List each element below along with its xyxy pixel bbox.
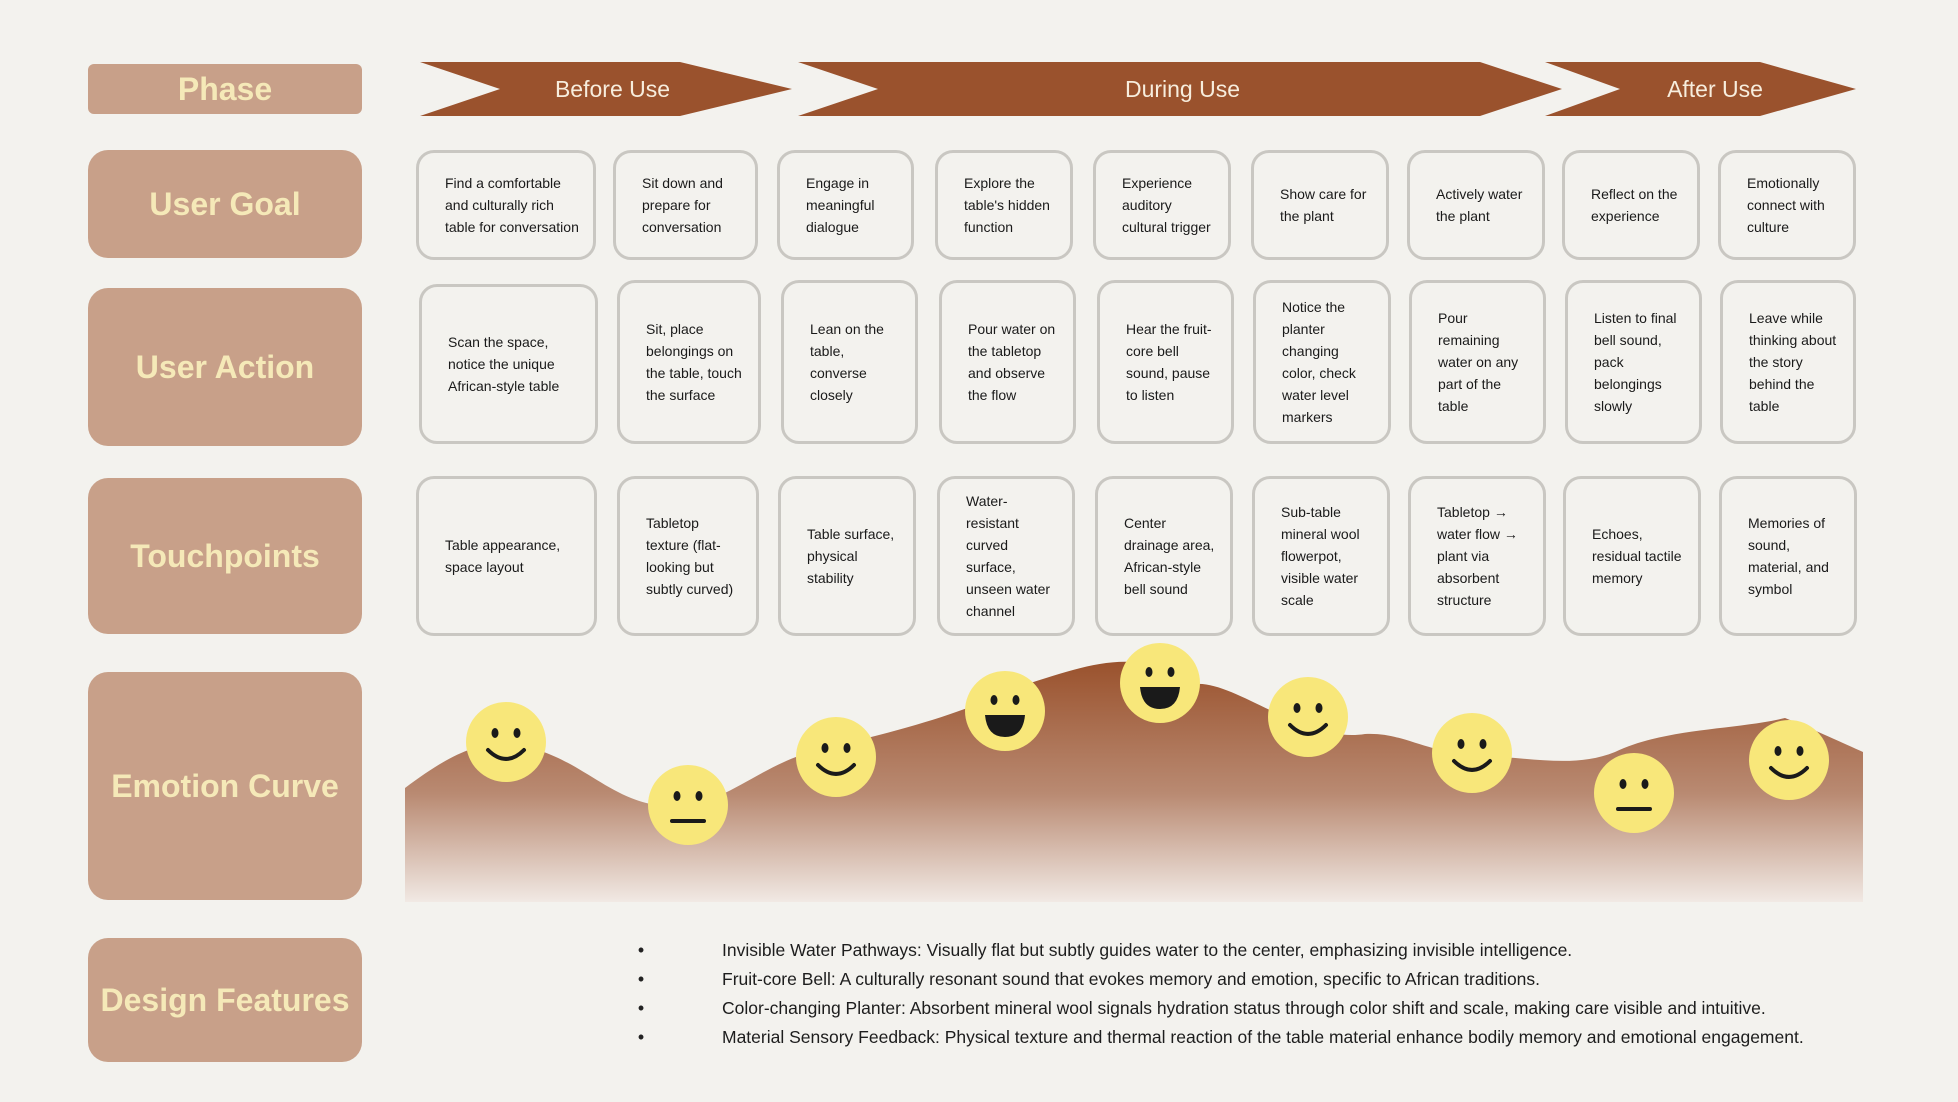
user-action-text: Lean on the table, converse closely [810,321,884,403]
user-action-text: Hear the fruit-core bell sound, pause to… [1126,321,1212,403]
bullet: • [637,1027,645,1047]
user-goal-label: User Goal [88,150,362,258]
touchpoint-text: Table surface, physical stability [807,526,895,586]
design-feature-item: • Color-changing Planter: Absorbent mine… [560,994,1860,1023]
design-feature-text: Invisible Water Pathways: Visually flat … [722,940,1573,960]
user-goal-text: Find a comfortable and culturally rich t… [445,175,579,235]
design-feature-item: • Fruit-core Bell: A culturally resonant… [560,965,1860,994]
design-feature-item: • Invisible Water Pathways: Visually fla… [560,936,1860,965]
user-goal-card: Engage in meaningful dialogue [777,150,914,260]
user-action-card: Sit, place belongings on the table, touc… [617,280,761,444]
bullet: • [637,969,645,989]
design-features-list: • Invisible Water Pathways: Visually fla… [560,936,1860,1052]
user-action-text: Pour water on the tabletop and observe t… [968,321,1056,403]
user-goal-text: Actively water the plant [1436,186,1523,224]
touchpoint-card: Sub-table mineral wool flowerpot, visibl… [1252,476,1390,636]
emotion-curve [405,661,1863,902]
smile-face-icon [1268,677,1348,757]
user-goal-text: Emotionally connect with culture [1747,175,1825,235]
user-goal-text: Experience auditory cultural trigger [1122,175,1211,235]
touchpoint-card: Memories of sound, material, and symbol [1719,476,1857,636]
touchpoint-text: Center drainage area, African-style bell… [1124,515,1215,597]
design-feature-text: Fruit-core Bell: A culturally resonant s… [722,969,1541,989]
touchpoint-card: Tabletop texture (flat-looking but subtl… [617,476,759,636]
neutral-face-icon [648,765,728,845]
user-action-card: Lean on the table, converse closely [781,280,918,444]
user-goal-card: Find a comfortable and culturally rich t… [416,150,596,260]
user-action-text: Leave while thinking about the story beh… [1749,310,1837,414]
user-goal-card: Emotionally connect with culture [1718,150,1856,260]
design-feature-text: Material Sensory Feedback: Physical text… [722,1027,1804,1047]
user-goal-text: Explore the table's hidden function [964,175,1050,235]
user-goal-text: Engage in meaningful dialogue [806,175,875,235]
user-action-card: Pour remaining water on any part of the … [1409,280,1546,444]
design-feature-item: • Material Sensory Feedback: Physical te… [560,1023,1860,1052]
user-goal-card: Actively water the plant [1407,150,1545,260]
user-goal-card: Explore the table's hidden function [935,150,1073,260]
phase-arrow-during [798,62,1562,116]
user-action-card: Scan the space, notice the unique Africa… [419,284,598,444]
user-goal-card: Experience auditory cultural trigger [1093,150,1231,260]
phase-after-use: After Use [1667,75,1763,102]
bullet: • [637,998,645,1018]
touchpoint-text: Tabletop texture (flat-looking but subtl… [646,515,734,597]
smile-face-icon [1432,713,1512,793]
emotion-curve-label: Emotion Curve [88,672,362,900]
user-goal-text: Show care for the plant [1280,186,1367,224]
smile-face-icon [1749,720,1829,800]
touchpoint-text: Table appearance, space layout [445,537,561,575]
user-action-text: Pour remaining water on any part of the … [1438,310,1519,414]
user-goal-card: Sit down and prepare for conversation [613,150,758,260]
touchpoint-text: Tabletop → water flow → plant via absorb… [1437,504,1518,608]
touchpoint-text: Sub-table mineral wool flowerpot, visibl… [1281,504,1360,608]
laugh-face-icon [1120,643,1200,723]
user-action-card: Hear the fruit-core bell sound, pause to… [1097,280,1234,444]
user-action-label: User Action [88,288,362,446]
user-action-text: Sit, place belongings on the table, touc… [646,321,742,403]
touchpoint-card: Table surface, physical stability [778,476,916,636]
user-goal-card: Reflect on the experience [1562,150,1700,260]
user-action-text: Scan the space, notice the unique Africa… [448,334,560,394]
touchpoint-text: Water-resistant curved surface, unseen w… [966,493,1051,619]
user-action-card: Leave while thinking about the story beh… [1720,280,1856,444]
touchpoint-card: Water-resistant curved surface, unseen w… [937,476,1075,636]
phase-arrow-after [1545,62,1856,116]
user-action-text: Listen to final bell sound, pack belongi… [1594,310,1677,414]
phase-label: Phase [88,64,362,114]
emotion-curve-fill [405,661,1863,902]
phase-arrow-before [420,62,792,116]
smile-face-icon [796,717,876,797]
phase-arrows [420,62,1856,116]
user-action-card: Pour water on the tabletop and observe t… [939,280,1076,444]
user-action-text: Notice the planter changing color, check… [1282,299,1356,425]
bullet: • [637,940,645,960]
touchpoints-label: Touchpoints [88,478,362,634]
user-goal-text: Reflect on the experience [1591,186,1678,224]
laugh-face-icon [965,671,1045,751]
phase-before-use: Before Use [554,75,671,102]
user-action-card: Listen to final bell sound, pack belongi… [1565,280,1702,444]
user-goal-card: Show care for the plant [1251,150,1389,260]
user-goal-text: Sit down and prepare for conversation [642,175,723,235]
touchpoint-text: Echoes, residual tactile memory [1592,526,1682,586]
touchpoint-text: Memories of sound, material, and symbol [1748,515,1829,597]
touchpoint-card: Tabletop → water flow → plant via absorb… [1408,476,1546,636]
smile-face-icon [466,702,546,782]
design-feature-text: Color-changing Planter: Absorbent minera… [722,998,1766,1018]
touchpoint-card: Table appearance, space layout [416,476,597,636]
neutral-face-icon [1594,753,1674,833]
touchpoint-card: Echoes, residual tactile memory [1563,476,1701,636]
design-features-label: Design Features [88,938,362,1062]
phase-during-use: During Use [1124,75,1241,102]
touchpoint-card: Center drainage area, African-style bell… [1095,476,1233,636]
user-action-card: Notice the planter changing color, check… [1253,280,1391,444]
